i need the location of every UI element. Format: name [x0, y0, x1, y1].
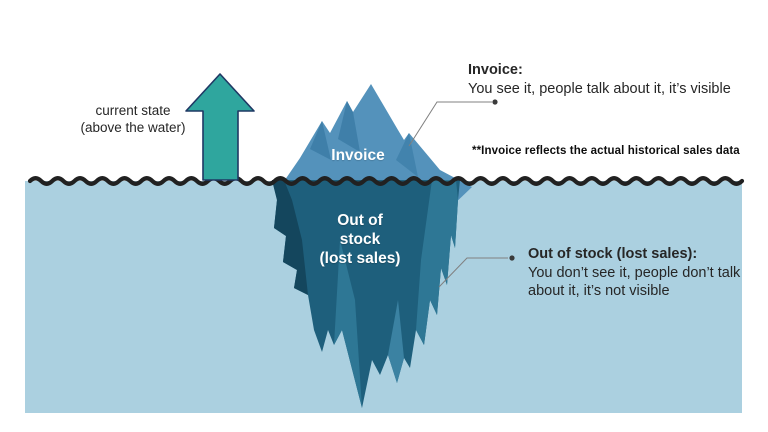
iceberg-above-facet-left [310, 121, 331, 160]
iceberg-above-facet-right [396, 133, 418, 177]
invoice-annotation-body: You see it, people talk about it, it’s v… [468, 81, 731, 97]
up-arrow [185, 73, 255, 181]
iceberg-below-line3: (lost sales) [319, 250, 401, 267]
iceberg-under-facet-darkleft [272, 180, 308, 295]
invoice-footnote: **Invoice reflects the actual historical… [472, 145, 740, 157]
oos-annotation-body1: You don’t see it, people don’t talk [528, 264, 741, 281]
iceberg-above-facet-mid [338, 101, 360, 152]
iceberg-above-label: Invoice [331, 147, 385, 164]
current-state-line1: current state [95, 103, 171, 118]
iceberg-under-water [272, 180, 460, 408]
iceberg-below-label: Out of stock (lost sales) [295, 211, 425, 268]
oos-annotation: Out of stock (lost sales): You don’t see… [528, 245, 740, 301]
iceberg-under-facet-right [416, 180, 458, 345]
invoice-annotation: Invoice: You see it, people talk about i… [468, 61, 731, 99]
oos-annotation-title: Out of stock (lost sales): [528, 246, 698, 262]
oos-annotation-body2: about it, it’s not visible [528, 283, 670, 299]
current-state-line2: (above the water) [80, 119, 186, 135]
invoice-connector-line [408, 101, 492, 147]
iceberg-below-line2: stock [339, 231, 381, 248]
waterline-wave [27, 176, 745, 186]
current-state-label: current state (above the water) [44, 103, 222, 136]
invoice-annotation-title: Invoice: [468, 62, 523, 78]
iceberg-below-line1: Out of [337, 212, 383, 229]
iceberg-under-facet-mid [334, 240, 362, 408]
invoice-connector-dot [492, 99, 498, 105]
iceberg-under-facet-spike [388, 300, 404, 383]
oos-connector-line [438, 257, 508, 288]
oos-connector-dot [509, 255, 515, 261]
